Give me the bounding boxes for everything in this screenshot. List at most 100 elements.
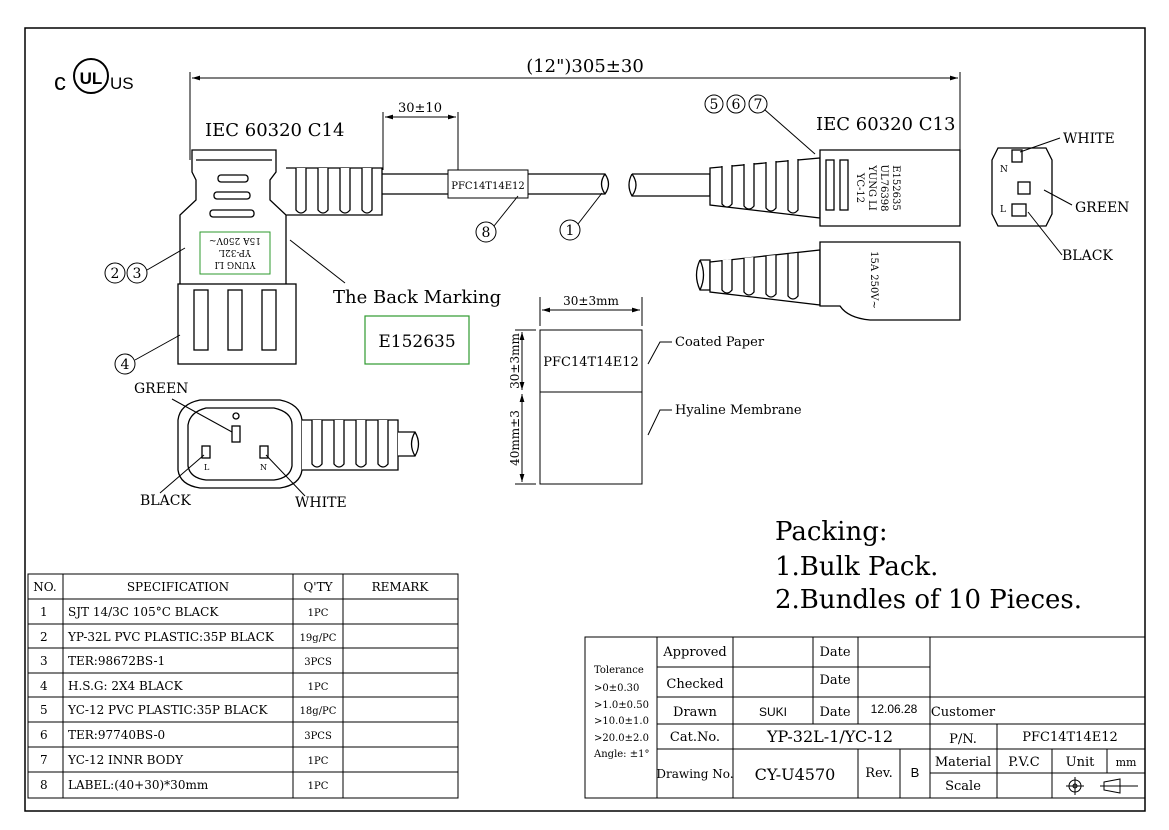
back-marking-label: The Back Marking <box>333 287 501 308</box>
svg-text:4: 4 <box>40 679 48 693</box>
coated-paper-label: Coated Paper <box>675 335 765 350</box>
svg-text:Rev.: Rev. <box>865 766 892 781</box>
tolerance-block: Tolerance >0±0.30 >1.0±0.50 >10.0±1.0 >2… <box>593 665 649 760</box>
svg-text:YP-32L-1/YC-12: YP-32L-1/YC-12 <box>766 727 893 746</box>
c13-face-l-label: L <box>1000 205 1006 215</box>
c14-face-green: GREEN <box>134 381 188 397</box>
svg-text:6: 6 <box>732 97 741 113</box>
svg-text:YC-12 PVC PLASTIC:35P BLACK: YC-12 PVC PLASTIC:35P BLACK <box>67 703 268 717</box>
c14-marking: YUNG LI YP-32L 15A 250V~ <box>209 235 261 269</box>
table-row: 3 TER:98672BS-1 3PCS <box>40 654 332 668</box>
svg-text:1PC: 1PC <box>308 756 329 767</box>
svg-text:Drawing No.: Drawing No. <box>656 767 733 781</box>
overall-length-label: (12")305±30 <box>526 56 644 77</box>
svg-text:1PC: 1PC <box>308 608 329 619</box>
svg-text:YP-32L PVC PLASTIC:35P BLACK: YP-32L PVC PLASTIC:35P BLACK <box>67 630 275 644</box>
svg-text:Tolerance: Tolerance <box>594 665 644 676</box>
svg-text:P.V.C: P.V.C <box>1008 755 1039 770</box>
svg-text:1: 1 <box>566 223 575 239</box>
svg-text:B: B <box>911 765 920 780</box>
svg-text:5: 5 <box>40 703 48 717</box>
svg-text:E152635: E152635 <box>890 165 901 210</box>
balloons <box>104 94 816 375</box>
svg-text:Date: Date <box>819 673 850 688</box>
svg-text:6: 6 <box>40 728 48 742</box>
svg-text:YUNG LI: YUNG LI <box>214 259 256 269</box>
packing-line-2: 2.Bundles of 10 Pieces. <box>775 585 1082 615</box>
packing-line-1: 1.Bulk Pack. <box>775 552 938 582</box>
label-sample <box>515 297 672 485</box>
svg-text:UL: UL <box>80 69 103 88</box>
svg-text:Approved: Approved <box>662 645 726 660</box>
svg-text:US: US <box>110 74 134 93</box>
label-sample-text: PFC14T14E12 <box>543 355 639 370</box>
c13-marking: E152635 UL76398 YUNG LI YC-12 <box>854 164 901 211</box>
table-row: 5 YC-12 PVC PLASTIC:35P BLACK 18g/PC <box>40 703 337 717</box>
svg-text:1PC: 1PC <box>308 781 329 792</box>
svg-text:3: 3 <box>40 654 48 668</box>
svg-text:>20.0±2.0: >20.0±2.0 <box>594 733 649 744</box>
bom-table <box>27 573 459 799</box>
c14-face-l-label: L <box>204 463 210 472</box>
svg-text:Customer: Customer <box>931 705 996 720</box>
svg-text:3PCS: 3PCS <box>304 731 332 742</box>
svg-text:2: 2 <box>40 630 48 644</box>
svg-text:Unit: Unit <box>1066 755 1095 770</box>
svg-text:Q'TY: Q'TY <box>303 580 333 594</box>
svg-text:15A 250V~: 15A 250V~ <box>209 235 261 245</box>
svg-text:8: 8 <box>40 778 48 792</box>
cable-label-sleeve <box>447 169 529 199</box>
strip-length-label: 30±10 <box>398 101 442 116</box>
svg-text:CY-U4570: CY-U4570 <box>755 765 836 784</box>
table-row: 7 YC-12 INNR BODY 1PC <box>40 753 329 767</box>
sheet-border <box>24 27 1146 812</box>
svg-text:NO.: NO. <box>33 580 56 594</box>
cable <box>382 173 711 197</box>
svg-text:7: 7 <box>40 753 48 767</box>
back-marking-text: E152635 <box>378 332 455 352</box>
c13-connector-top <box>709 149 961 227</box>
c14-face-black: BLACK <box>140 493 191 509</box>
svg-text:Drawn: Drawn <box>673 705 718 720</box>
svg-text:P/N.: P/N. <box>949 732 977 747</box>
svg-text:H.S.G: 2X4 BLACK: H.S.G: 2X4 BLACK <box>68 679 184 693</box>
label-membrane-height-dim: 40mm±3 <box>508 410 522 466</box>
balloon-labels: 5 6 7 2 3 4 8 1 <box>111 97 763 373</box>
c13-connector-side <box>695 241 961 321</box>
svg-text:TER:98672BS-1: TER:98672BS-1 <box>68 654 165 668</box>
svg-text:Scale: Scale <box>945 779 981 794</box>
svg-text:Material: Material <box>935 755 991 770</box>
svg-text:4: 4 <box>121 357 130 373</box>
svg-text:Date: Date <box>819 705 850 720</box>
c14-face-n-label: N <box>260 463 267 472</box>
svg-text:5: 5 <box>710 97 719 113</box>
svg-text:Checked: Checked <box>666 677 723 692</box>
c13-face-black: BLACK <box>1062 248 1113 264</box>
c13-face-green: GREEN <box>1075 200 1129 216</box>
svg-text:PFC14T14E12: PFC14T14E12 <box>1022 730 1118 745</box>
c14-marking-box <box>199 231 271 275</box>
svg-text:3PCS: 3PCS <box>304 657 332 668</box>
svg-text:Cat.No.: Cat.No. <box>670 730 720 745</box>
projection-symbol-icon <box>1066 777 1138 795</box>
svg-text:YUNG LI: YUNG LI <box>866 164 877 211</box>
c14-face-white: WHITE <box>295 495 347 511</box>
c13-face-leaders <box>1019 137 1073 256</box>
svg-text:3: 3 <box>133 266 142 282</box>
c13-face-n-label: N <box>1000 165 1008 175</box>
svg-text:YC-12 INNR BODY: YC-12 INNR BODY <box>67 753 184 767</box>
svg-text:UL76398: UL76398 <box>878 165 889 212</box>
svg-text:8: 8 <box>482 225 491 241</box>
c13-title: IEC 60320 C13 <box>816 114 955 135</box>
svg-text:>1.0±0.50: >1.0±0.50 <box>594 700 649 711</box>
bom-header: NO. SPECIFICATION Q'TY REMARK <box>33 580 429 594</box>
svg-text:YP-32L: YP-32L <box>219 247 252 257</box>
svg-text:18g/PC: 18g/PC <box>300 706 337 717</box>
title-block <box>584 636 1146 799</box>
c14-plug <box>177 149 383 365</box>
svg-text:YC-12: YC-12 <box>854 172 865 203</box>
